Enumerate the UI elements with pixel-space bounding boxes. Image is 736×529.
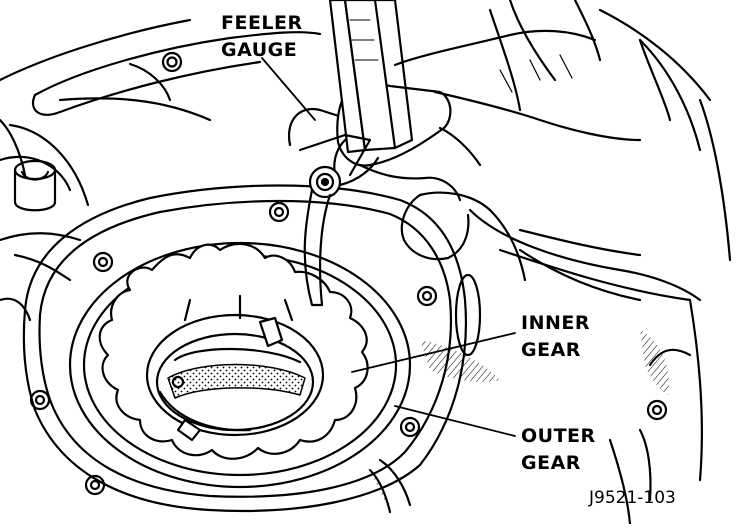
bolt-hole-icon — [646, 399, 668, 421]
bolt-hole-icon — [268, 201, 290, 223]
inner-gear-leader — [351, 332, 516, 373]
inner-gear-label-line1: INNER — [521, 312, 590, 334]
figure-id: J9521-103 — [589, 488, 676, 508]
bolt-hole-icon — [92, 251, 114, 273]
bolt-hole-icon — [399, 416, 421, 438]
outer-gear-label-line2: GEAR — [521, 452, 581, 474]
feeler-gauge-icon — [298, 0, 414, 307]
outer-gear-leader — [394, 405, 516, 437]
outer-gear-label-line1: OUTER — [521, 425, 596, 447]
inner-gear — [145, 294, 325, 442]
inner-gear-label-line2: GEAR — [521, 339, 581, 361]
bolt-hole-icon — [84, 474, 106, 496]
feeler-gauge-label-line1: FEELER — [221, 12, 303, 34]
feeler-gauge-label-line2: GAUGE — [221, 39, 298, 61]
outer-gear — [98, 242, 369, 460]
bolt-hole-icon — [416, 285, 438, 307]
feeler-gauge-leader — [261, 57, 316, 121]
bolt-hole-icon — [29, 389, 51, 411]
bolt-holes — [29, 201, 668, 496]
pump-housing — [0, 8, 732, 482]
dowel-pin-icon — [13, 159, 57, 212]
leader-lines — [261, 57, 516, 437]
